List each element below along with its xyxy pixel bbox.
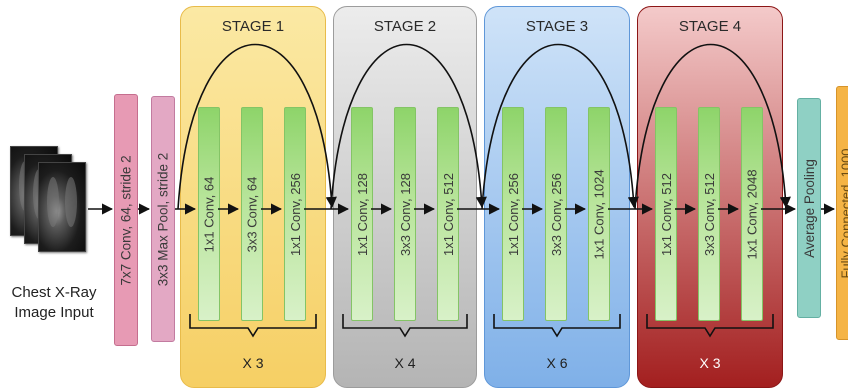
xray-image-stack	[10, 140, 90, 260]
stage-3-repeat: X 6	[546, 355, 568, 371]
fully-connected-layer: Fully Connected, 1000	[836, 86, 848, 340]
input-caption: Chest X-Ray Image Input	[6, 283, 102, 323]
stage-2-layer-2-label: 3x3 Conv, 128	[397, 172, 413, 256]
stage-4-repeat: X 3	[699, 355, 721, 371]
stage-1-repeat: X 3	[242, 355, 264, 371]
xray-image	[38, 162, 86, 252]
fully-connected-label: Fully Connected, 1000	[838, 147, 848, 279]
stage-4-layer-1: 1x1 Conv, 512	[655, 107, 677, 321]
initial-conv-label: 7x7 Conv, 64, stride 2	[118, 154, 134, 286]
stage-1-layer-1-label: 1x1 Conv, 64	[201, 176, 217, 252]
stage-2-title: STAGE 2	[373, 18, 437, 35]
input-caption-line-2: Image Input	[14, 304, 94, 321]
stage-3-layer-1: 1x1 Conv, 256	[502, 107, 524, 321]
max-pool-label: 3x3 Max Pool, stride 2	[155, 152, 171, 286]
stage-2-layer-3-label: 1x1 Conv, 512	[440, 172, 456, 256]
stage-1-title: STAGE 1	[221, 18, 285, 35]
stage-1-layer-1: 1x1 Conv, 64	[198, 107, 220, 321]
stage-2-layer-3: 1x1 Conv, 512	[437, 107, 459, 321]
stage-2-layer-2: 3x3 Conv, 128	[394, 107, 416, 321]
stage-1-layer-3-label: 1x1 Conv, 256	[287, 172, 303, 256]
stage-3-layer-2-label: 3x3 Conv, 256	[548, 172, 564, 256]
stage-1-layer-3: 1x1 Conv, 256	[284, 107, 306, 321]
max-pool-layer: 3x3 Max Pool, stride 2	[151, 96, 175, 342]
stage-3-layer-3: 1x1 Conv, 1024	[588, 107, 610, 321]
stage-3-title: STAGE 3	[525, 18, 589, 35]
stage-2-repeat: X 4	[394, 355, 416, 371]
initial-conv-layer: 7x7 Conv, 64, stride 2	[114, 94, 138, 346]
input-caption-line-1: Chest X-Ray	[11, 284, 97, 301]
stage-4-block: STAGE 4 1x1 Conv, 512 3x3 Conv, 512 1x1 …	[637, 6, 783, 388]
stage-3-layer-1-label: 1x1 Conv, 256	[505, 172, 521, 256]
stage-4-layer-2-label: 3x3 Conv, 512	[701, 172, 717, 256]
stage-4-layer-2: 3x3 Conv, 512	[698, 107, 720, 321]
stage-2-block: STAGE 2 1x1 Conv, 128 3x3 Conv, 128 1x1 …	[333, 6, 477, 388]
stage-1-layer-2-label: 3x3 Conv, 64	[244, 176, 260, 252]
average-pooling-layer: Average Pooling	[797, 98, 821, 318]
stage-4-title: STAGE 4	[678, 18, 742, 35]
stage-4-layer-1-label: 1x1 Conv, 512	[658, 172, 674, 256]
average-pooling-label: Average Pooling	[801, 158, 817, 258]
stage-3-layer-3-label: 1x1 Conv, 1024	[591, 168, 607, 260]
stage-2-layer-1-label: 1x1 Conv, 128	[354, 172, 370, 256]
stage-1-block: STAGE 1 1x1 Conv, 64 3x3 Conv, 64 1x1 Co…	[180, 6, 326, 388]
stage-4-layer-3: 1x1 Conv, 2048	[741, 107, 763, 321]
stage-3-block: STAGE 3 1x1 Conv, 256 3x3 Conv, 256 1x1 …	[484, 6, 630, 388]
stage-4-layer-3-label: 1x1 Conv, 2048	[744, 168, 760, 260]
stage-2-layer-1: 1x1 Conv, 128	[351, 107, 373, 321]
stage-3-layer-2: 3x3 Conv, 256	[545, 107, 567, 321]
stage-1-layer-2: 3x3 Conv, 64	[241, 107, 263, 321]
